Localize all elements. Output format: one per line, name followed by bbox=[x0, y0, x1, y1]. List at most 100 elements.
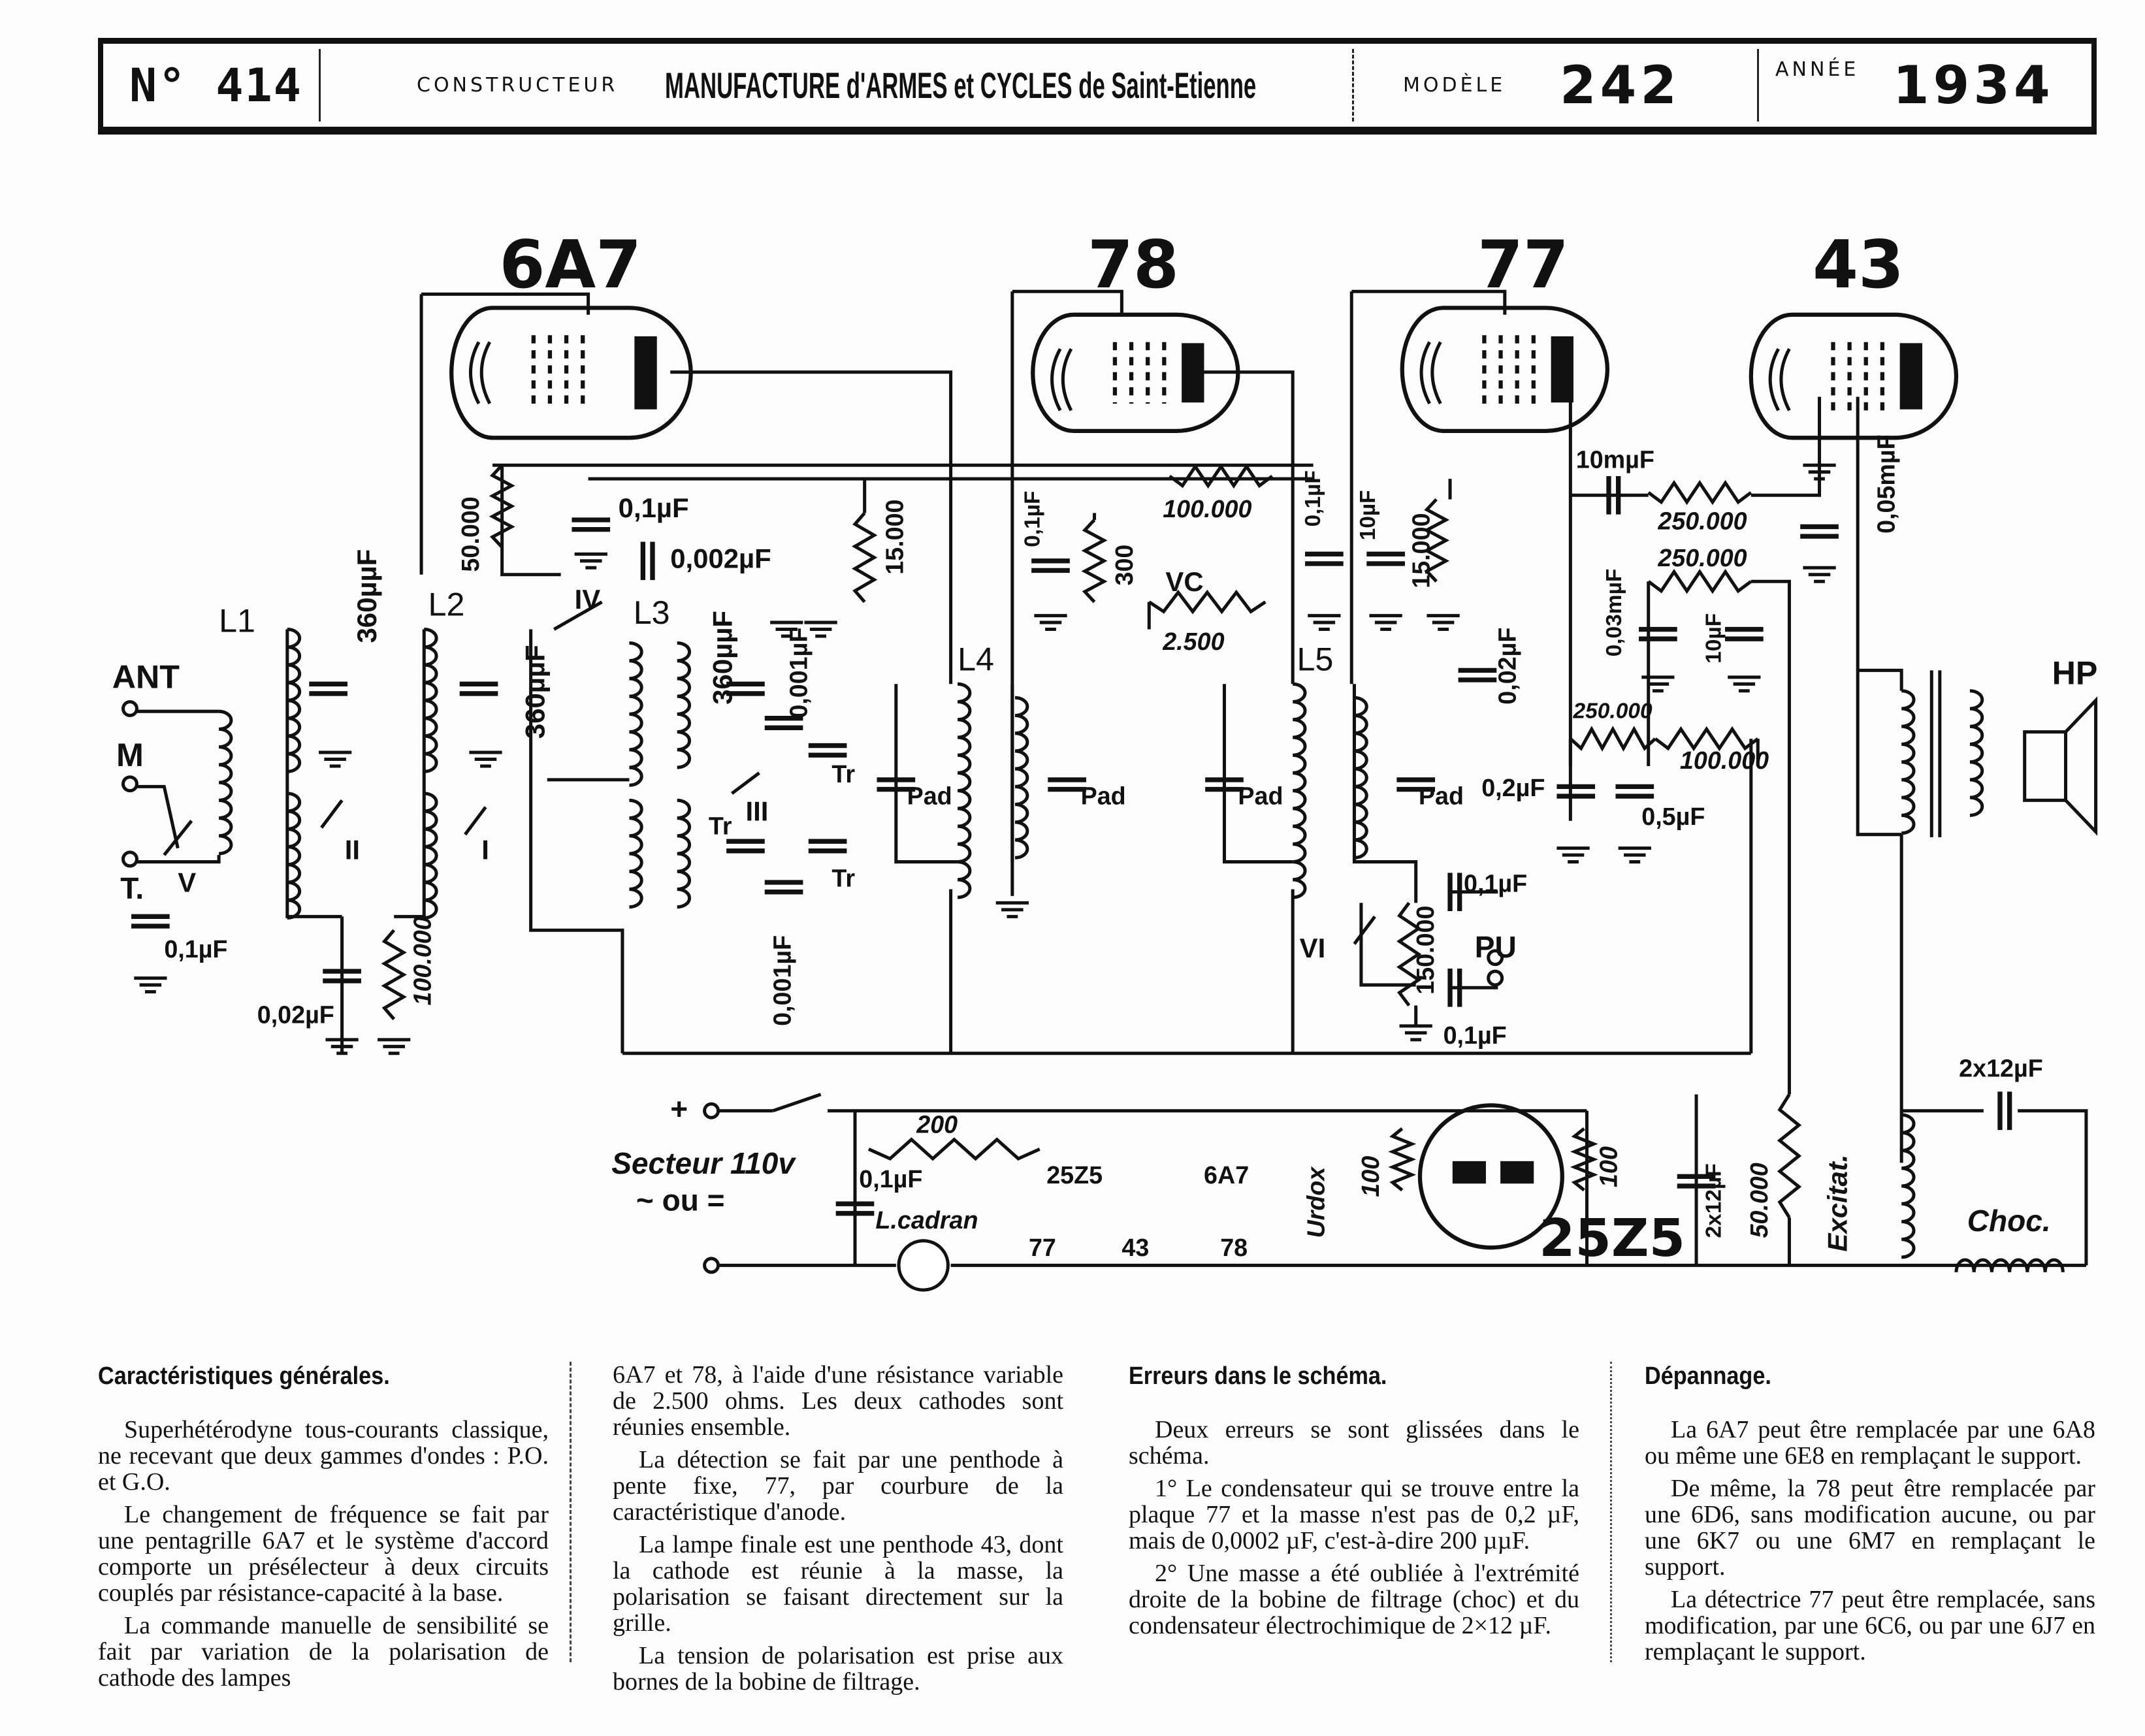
speaker-icon bbox=[2023, 730, 2068, 802]
plate-icon bbox=[1551, 336, 1573, 403]
pilot-lamp-icon bbox=[897, 1239, 950, 1292]
resistor-icon bbox=[1423, 498, 1450, 583]
resistor-icon bbox=[1396, 901, 1422, 1006]
capacitor-icon bbox=[1615, 784, 1654, 799]
schematic-label: 78 bbox=[1088, 227, 1179, 303]
capacitor-icon bbox=[808, 839, 847, 854]
capacitor-icon bbox=[309, 681, 347, 696]
resistor-icon bbox=[1388, 1127, 1417, 1192]
wire bbox=[137, 784, 180, 849]
resistor-icon bbox=[867, 1137, 1040, 1161]
ground-icon bbox=[995, 901, 1029, 918]
schematic-label: 78 bbox=[1220, 1234, 1248, 1261]
rectifier-tube-25Z5 bbox=[1417, 1103, 1564, 1250]
schematic-label: 50.000 bbox=[457, 496, 484, 571]
schematic-label: 150.000 bbox=[1411, 905, 1439, 994]
coil-icon bbox=[677, 798, 692, 909]
wire bbox=[1856, 396, 1902, 837]
ground-icon bbox=[325, 1038, 359, 1055]
column-divider bbox=[570, 1362, 572, 1662]
coil-icon bbox=[1901, 689, 1916, 835]
resistor-icon bbox=[381, 929, 407, 1021]
coil-icon bbox=[424, 792, 438, 920]
column-heading: Erreurs dans le schéma. bbox=[1129, 1362, 1387, 1390]
capacitor-icon bbox=[1366, 551, 1405, 566]
schematic-label: L1 bbox=[219, 603, 255, 639]
wire bbox=[670, 370, 953, 684]
schematic-label: 0,1µF bbox=[1443, 1021, 1507, 1049]
schematic-label: L3 bbox=[634, 594, 670, 631]
paragraph: 2° Une masse a été oubliée à l'extrémité… bbox=[1129, 1560, 1579, 1639]
schematic-label: 25Z5 bbox=[1046, 1161, 1103, 1189]
schematic-label: Pad bbox=[1238, 782, 1283, 810]
capacitor-icon bbox=[640, 541, 655, 581]
ground-icon bbox=[804, 620, 837, 638]
resistor-icon bbox=[1647, 569, 1752, 594]
schematic-label: 0,1µF bbox=[1021, 491, 1045, 547]
wire bbox=[500, 465, 561, 577]
wire bbox=[1352, 684, 1418, 903]
switch-icon bbox=[772, 1093, 822, 1113]
tube-78 bbox=[1031, 312, 1240, 433]
annee-label: ANNÉE bbox=[1775, 58, 1860, 81]
plate-icon bbox=[1899, 343, 1923, 410]
ground-icon bbox=[770, 620, 803, 638]
column-heading: Caractéristiques générales. bbox=[98, 1362, 390, 1390]
tube-6A7 bbox=[449, 306, 693, 440]
schematic-label: 0,1µF bbox=[1301, 470, 1325, 526]
paragraph: La détectrice 77 peut être remplacée, sa… bbox=[1645, 1586, 2095, 1665]
coil-icon bbox=[1014, 696, 1029, 860]
ground-icon bbox=[1803, 463, 1836, 481]
schematic-label: 360µµF bbox=[707, 611, 737, 705]
schematic-label: 77 bbox=[1477, 227, 1569, 303]
ground-icon bbox=[1399, 1024, 1432, 1042]
column-heading: Dépannage. bbox=[1645, 1362, 1771, 1390]
schematic-label: T. bbox=[120, 871, 144, 905]
schematic-label: L4 bbox=[958, 641, 994, 677]
tube-77 bbox=[1400, 306, 1609, 433]
coil-icon bbox=[1293, 682, 1307, 899]
terminal-icon bbox=[121, 850, 138, 868]
coil-icon bbox=[287, 792, 302, 920]
wire bbox=[1204, 370, 1295, 684]
coil-icon bbox=[677, 641, 692, 769]
heater-icon bbox=[1768, 347, 1791, 411]
ground-icon bbox=[1803, 566, 1836, 583]
capacitor-icon bbox=[459, 681, 498, 696]
schematic-label: 0,001µF bbox=[769, 935, 796, 1026]
capacitor-icon bbox=[1447, 873, 1462, 911]
paragraph: De même, la 78 peut être remplacée par u… bbox=[1645, 1475, 2095, 1581]
schematic-label: L.cadran bbox=[875, 1206, 978, 1234]
wire bbox=[1858, 668, 1903, 691]
capacitor-icon bbox=[1800, 524, 1839, 539]
capacitor-icon bbox=[131, 914, 170, 929]
schematic-label: 0,002µF bbox=[670, 543, 771, 573]
schematic-label: 200 bbox=[916, 1110, 958, 1138]
schematic-label: 0,2µF bbox=[1481, 774, 1545, 801]
schematic-label: 0,02µF bbox=[1494, 628, 1521, 705]
schematic-label: Tr bbox=[709, 812, 732, 840]
wire bbox=[137, 855, 221, 864]
plate-icon bbox=[1182, 343, 1204, 403]
ground-icon bbox=[1728, 675, 1761, 693]
terminal-icon bbox=[121, 700, 138, 717]
column-erreurs: Erreurs dans le schéma. Deux erreurs se … bbox=[1129, 1362, 1579, 1639]
schematic-label: I bbox=[481, 834, 489, 865]
modele-label: MODÈLE bbox=[1403, 74, 1506, 97]
choke-coil-icon bbox=[1954, 1258, 2065, 1273]
coil-icon bbox=[1901, 1113, 1916, 1259]
coil-icon bbox=[957, 682, 972, 899]
paragraph: Le changement de fréquence se fait par u… bbox=[98, 1501, 549, 1607]
capacitor-icon bbox=[1639, 626, 1677, 641]
capacitor-icon bbox=[1205, 777, 1244, 792]
transformer-core-icon bbox=[1929, 670, 1942, 837]
schematic-label: PU bbox=[1475, 930, 1517, 964]
schematic-label: 50.000 bbox=[1745, 1163, 1773, 1238]
schematic-label: ~ ou = bbox=[636, 1183, 725, 1217]
coil-icon bbox=[629, 641, 643, 787]
schematic-label: 360µµF bbox=[520, 645, 551, 739]
schematic-label: 43 bbox=[1813, 227, 1904, 303]
capacitor-icon bbox=[1997, 1091, 2012, 1131]
